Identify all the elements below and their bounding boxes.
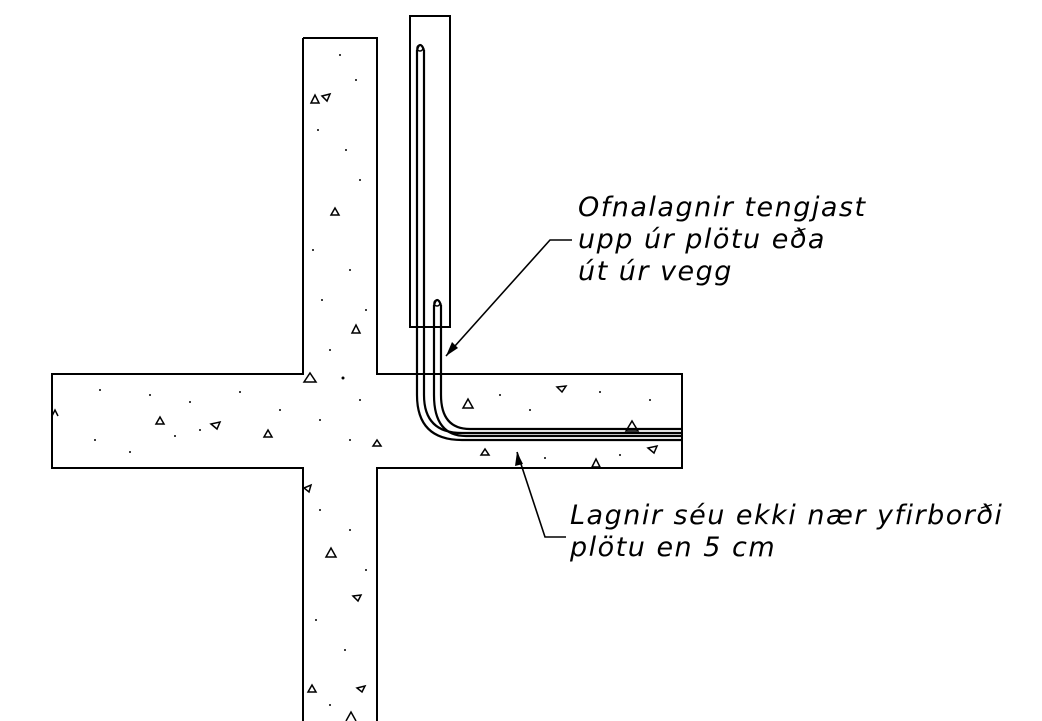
annotation-line: Lagnir séu ekki nær yfirborði (570, 500, 1004, 531)
concrete-hatch (51, 92, 659, 721)
annotation-line: út úr vegg (578, 256, 733, 287)
leader-line-top (445, 239, 572, 357)
pipe-end-dot-mid (433, 299, 441, 307)
leader-arrowhead-bottom (515, 452, 523, 466)
concrete-wall-slab-outline (51, 37, 683, 721)
annotation-line: upp úr plötu eða (578, 224, 826, 255)
pipe-outer-2 (422, 50, 682, 435)
concrete-stipple (94, 54, 651, 706)
annotation-line: plötu en 5 cm (570, 532, 777, 563)
radiator-box (409, 15, 451, 328)
leader-arrowhead-top (446, 342, 458, 356)
pipe-inner-2 (439, 305, 682, 431)
annotation-line: Ofnalagnir tengjast (578, 192, 867, 223)
pipe-outer (415, 50, 682, 442)
annotation-pipe-connection: Ofnalagnir tengjast upp úr plötu eða út … (578, 192, 867, 288)
pipe-end-dot-top (416, 44, 424, 52)
leader-line-bottom (516, 451, 566, 538)
pipe-inner (432, 305, 682, 438)
annotation-pipe-depth: Lagnir séu ekki nær yfirborði plötu en 5… (570, 500, 1003, 564)
